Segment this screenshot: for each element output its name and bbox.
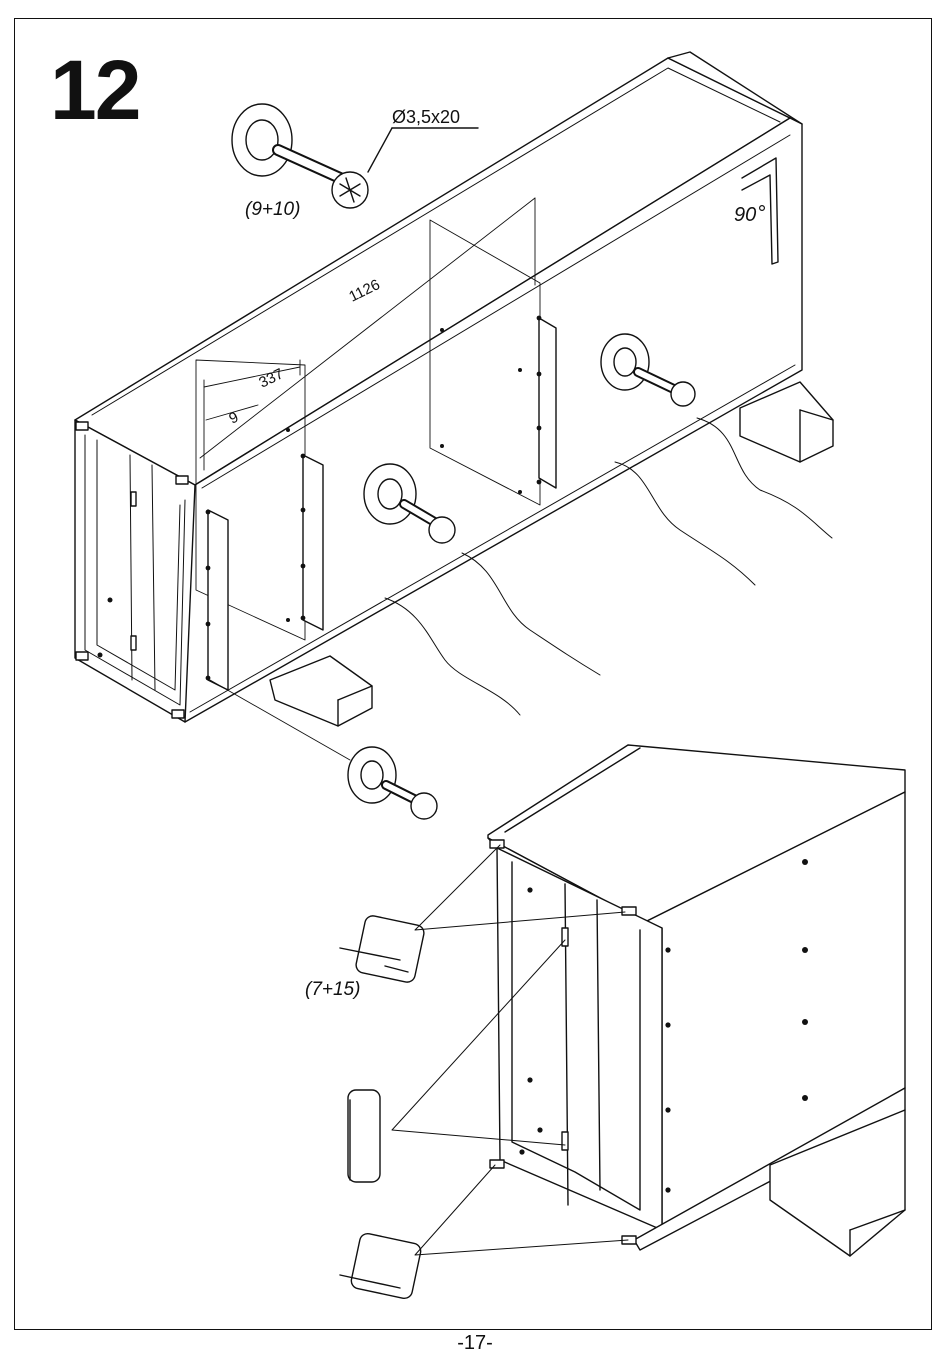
hinge-part-bottom [340,1232,422,1300]
cabinet-main [75,52,833,726]
cabinet-detail [488,745,905,1256]
screw-bottom [348,747,437,819]
hinge-part-top [340,914,425,983]
screw-parts-label: (9+10) [245,199,300,220]
hinge-parts-label: (7+15) [305,979,360,1000]
hinge-part-middle [348,1090,380,1182]
angle-label: 90 [734,204,756,226]
screw-size-label: Ø3,5x20 [392,107,460,127]
page-number: -17- [0,1332,950,1355]
